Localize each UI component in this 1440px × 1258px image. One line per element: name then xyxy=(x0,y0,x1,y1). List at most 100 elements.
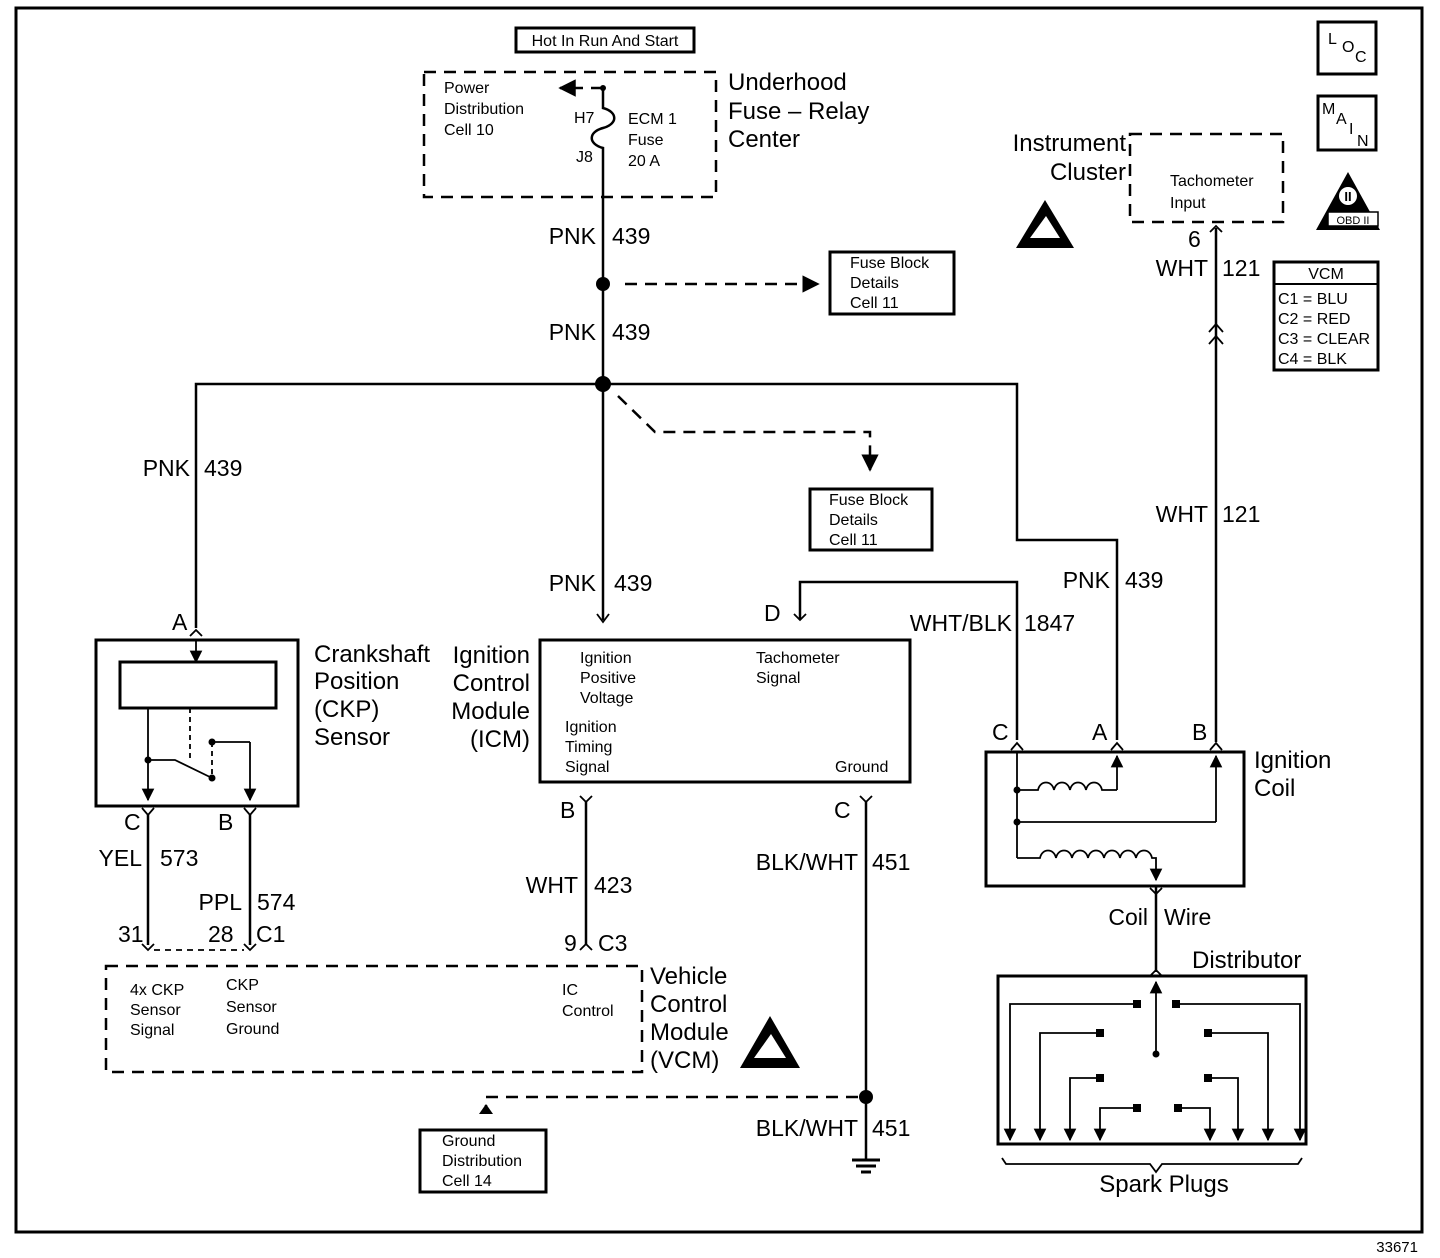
icm-title-4: (ICM) xyxy=(470,726,530,753)
vcm-connector-c1: 31 28 C1 xyxy=(118,921,285,952)
wire-label-wht-blk-1847: WHT/BLK 1847 xyxy=(910,610,1075,636)
ground-ref-dashed xyxy=(484,1095,858,1110)
vcm-legend-row-4: C4 = BLK xyxy=(1278,351,1347,368)
svg-text:Ground: Ground xyxy=(442,1133,495,1150)
svg-text:PNK: PNK xyxy=(549,319,597,345)
fuse-relay-center: Power Distribution Cell 10 H7 J8 ECM 1 F… xyxy=(422,69,869,199)
ckp-pin-b: B xyxy=(218,809,233,835)
wire-label-ppl-574: PPL 574 xyxy=(199,889,296,915)
vcm-esd-warning-icon xyxy=(740,1016,800,1068)
vcm-ic-1: IC xyxy=(562,982,578,999)
fuse-label-2: Fuse xyxy=(628,132,664,149)
wire-label-wht-121-lower: WHT 121 xyxy=(1156,501,1261,527)
vehicle-control-module: 4x CKP Sensor Signal CKP Sensor Ground I… xyxy=(104,963,729,1074)
svg-text:PNK: PNK xyxy=(549,223,597,249)
svg-text:573: 573 xyxy=(160,845,198,871)
ckp-pin-a: A xyxy=(172,609,188,635)
main-badge: M A I N xyxy=(1316,94,1378,152)
svg-text:439: 439 xyxy=(1125,567,1163,593)
vcm-conn-c3: C3 xyxy=(598,930,627,956)
svg-text:Cell 14: Cell 14 xyxy=(442,1173,492,1190)
svg-text:BLK/WHT: BLK/WHT xyxy=(756,849,858,875)
ground-splice xyxy=(859,1090,873,1104)
obd-ii-badge: OBD II II xyxy=(1316,172,1380,230)
vcm-title-4: (VCM) xyxy=(650,1047,719,1074)
svg-text:WHT/BLK: WHT/BLK xyxy=(910,610,1013,636)
wire-label-blk-wht-451-lower: BLK/WHT 451 xyxy=(756,1115,911,1141)
ckp-sensor: A Crankshaft Position (CKP) Sensor C B xyxy=(94,609,430,835)
svg-text:451: 451 xyxy=(872,849,910,875)
icm-positive-3: Voltage xyxy=(580,690,633,707)
distributor-label: Distributor xyxy=(1192,947,1301,974)
vcm-pin-31: 31 xyxy=(118,921,144,947)
wire-label-yel-573: YEL 573 xyxy=(99,845,199,871)
svg-text:WHT: WHT xyxy=(526,872,578,898)
svg-text:O: O xyxy=(1342,39,1354,56)
wht-blk-1847-wire xyxy=(798,580,1019,740)
power-header-label: Hot In Run And Start xyxy=(532,33,679,50)
ground-ref-arrow xyxy=(479,1104,493,1114)
pnk-439-to-ckp xyxy=(194,382,603,628)
wire-label-wht-121-upper: WHT 121 xyxy=(1156,255,1261,281)
svg-text:Cell 11: Cell 11 xyxy=(850,295,899,312)
vcm-pin-28: 28 xyxy=(208,921,234,947)
vcm-legend-row-2: C2 = RED xyxy=(1278,311,1350,328)
icm-title-1: Ignition xyxy=(453,642,530,669)
svg-text:N: N xyxy=(1357,133,1369,150)
power-distribution-ref-3: Cell 10 xyxy=(444,122,494,139)
wire-label-pnk-439-upper: PNK 439 xyxy=(549,223,651,249)
icm-ground: Ground xyxy=(835,759,888,776)
vcm-legend-row-1: C1 = BLU xyxy=(1278,291,1348,308)
svg-text:439: 439 xyxy=(612,223,650,249)
power-distribution-ref-2: Distribution xyxy=(444,101,524,118)
svg-text:BLK/WHT: BLK/WHT xyxy=(756,1115,858,1141)
vcm-ckp-ground-3: Ground xyxy=(226,1021,279,1038)
icm-pin-c: C xyxy=(834,797,851,823)
fuse-label-3: 20 A xyxy=(628,153,660,170)
icm-timing-2: Timing xyxy=(565,739,612,756)
svg-text:L: L xyxy=(1328,31,1337,48)
power-header: Hot In Run And Start xyxy=(514,26,696,54)
svg-text:121: 121 xyxy=(1222,501,1260,527)
svg-text:451: 451 xyxy=(872,1115,910,1141)
loc-badge: L O C xyxy=(1316,20,1378,76)
ckp-title-2: Position xyxy=(314,668,399,695)
wire-label-pnk-439-coil: PNK 439 xyxy=(1063,567,1164,593)
vcm-ic-2: Control xyxy=(562,1003,614,1020)
esd-warning-icon xyxy=(1016,200,1074,248)
wire-label-wht-423: WHT 423 xyxy=(526,872,633,898)
coil-title-1: Ignition xyxy=(1254,747,1331,774)
ignition-coil: C A B Ignition Coil xyxy=(984,719,1331,888)
svg-text:Fuse Block: Fuse Block xyxy=(829,492,909,509)
tach-input-1: Tachometer xyxy=(1170,173,1254,190)
svg-text:A: A xyxy=(1336,111,1347,128)
vcm-ckp-ground-1: CKP xyxy=(226,977,259,994)
instrument-cluster-title-1: Instrument xyxy=(1013,130,1127,157)
fuse-pin-h7: H7 xyxy=(574,110,595,127)
svg-text:1847: 1847 xyxy=(1024,610,1075,636)
vcm-ckp-ground-2: Sensor xyxy=(226,999,277,1016)
cluster-pin-6: 6 xyxy=(1188,226,1201,252)
fuse-block-ref-arrow-2 xyxy=(617,395,879,472)
svg-text:Distribution: Distribution xyxy=(442,1153,522,1170)
icm-title-2: Control xyxy=(453,670,530,697)
vcm-conn-c1: C1 xyxy=(256,921,285,947)
vcm-title-3: Module xyxy=(650,1019,729,1046)
coil-pin-b: B xyxy=(1192,719,1207,745)
svg-text:Cell 11: Cell 11 xyxy=(829,532,878,549)
svg-text:Details: Details xyxy=(829,512,878,529)
vcm-legend-title: VCM xyxy=(1308,266,1344,283)
pnk-439-to-coil xyxy=(603,382,1119,740)
icm-feed-arrow xyxy=(596,613,610,624)
wire-label-blk-wht-451-upper: BLK/WHT 451 xyxy=(756,849,911,875)
ckp-title-4: Sensor xyxy=(314,724,390,751)
wht-121-inline-connector xyxy=(1208,322,1224,345)
icm-positive-1: Ignition xyxy=(580,650,632,667)
svg-text:PPL: PPL xyxy=(199,889,243,915)
ignition-control-module: Ignition Control Module (ICM) Ignition P… xyxy=(451,600,912,823)
spark-plugs-label: Spark Plugs xyxy=(1099,1171,1228,1198)
instrument-cluster: Instrument Cluster Tachometer Input 6 xyxy=(1013,130,1285,252)
diagram-frame xyxy=(14,6,1424,1234)
svg-text:WHT: WHT xyxy=(1156,255,1208,281)
